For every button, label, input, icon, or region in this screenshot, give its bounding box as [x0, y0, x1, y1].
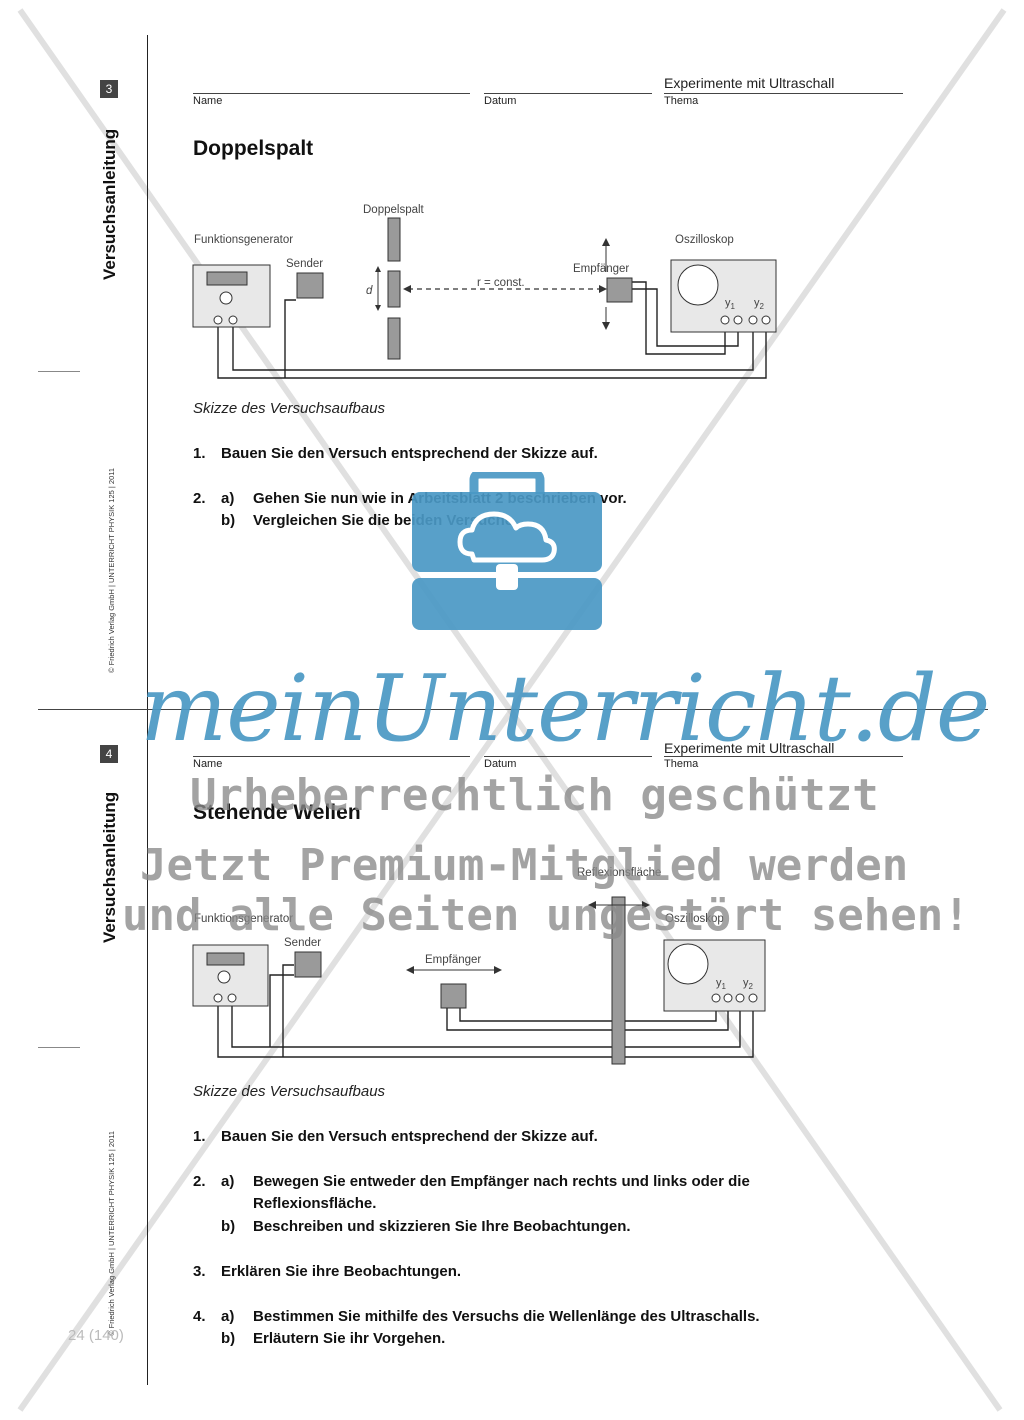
- label-sender: Sender: [284, 937, 321, 949]
- setup-diagram-doppelspalt: Doppelspalt Funktionsgenerator Sender d …: [192, 204, 777, 379]
- name-label: Name: [193, 758, 223, 770]
- label-oszilloskop: Oszilloskop: [675, 234, 734, 246]
- page-number-badge: 3: [100, 80, 118, 98]
- generator-knob: [219, 291, 233, 305]
- watermark-logo: meinUnterricht.de: [140, 655, 990, 762]
- sheet-title: Doppelspalt: [193, 137, 314, 160]
- label-y1: y1: [725, 297, 736, 311]
- label-sender: Sender: [286, 258, 323, 270]
- watermark-line: und alle Seiten ungestört sehen!: [122, 890, 970, 941]
- sidebar-copyright: © Friedrich Verlag GmbH | UNTERRICHT PHY…: [107, 1130, 116, 1336]
- name-label: Name: [193, 95, 223, 107]
- generator-knob: [217, 970, 231, 984]
- generator-display: [206, 271, 248, 286]
- watermark-line: Urheberrechtlich geschützt: [190, 770, 879, 821]
- topic-value: Experimente mit Ultraschall: [664, 740, 835, 756]
- slit-bar-middle: [387, 270, 401, 308]
- topic-line: [664, 93, 903, 94]
- label-doppelspalt: Doppelspalt: [363, 204, 425, 216]
- generator-display: [206, 952, 245, 966]
- label-empfaenger: Empfänger: [573, 263, 629, 275]
- date-label: Datum: [484, 758, 517, 770]
- date-line: [484, 93, 652, 94]
- slit-bar-top: [387, 217, 401, 262]
- page-divider: [38, 709, 988, 710]
- topic-value: Experimente mit Ultraschall: [664, 75, 835, 91]
- sender-box: [296, 272, 324, 299]
- label-y2: y2: [754, 297, 765, 311]
- topic-label: Thema: [664, 758, 699, 770]
- label-distance: r = const.: [477, 277, 525, 289]
- receiver-box: [440, 983, 467, 1009]
- name-line: [193, 93, 470, 94]
- diagram-caption: Skizze des Versuchsaufbaus: [193, 1083, 386, 1100]
- label-oszilloskop: Oszilloskop: [665, 913, 724, 925]
- sidebar-rule: [147, 35, 148, 1385]
- topic-line: [664, 756, 903, 757]
- sidebar-dash: [38, 1047, 80, 1048]
- receiver-box: [606, 277, 633, 303]
- topic-label: Thema: [664, 95, 699, 107]
- briefcase-cloud-icon: [412, 472, 602, 630]
- label-y1: y1: [716, 977, 727, 991]
- label-funktionsgenerator: Funktionsgenerator: [194, 913, 293, 925]
- label-empfaenger: Empfänger: [425, 954, 481, 966]
- page-footer: 24 (140): [68, 1327, 124, 1344]
- date-label: Datum: [484, 95, 517, 107]
- label-reflexionsflaeche: Reflexionsfläche: [577, 867, 661, 879]
- name-line: [193, 756, 470, 757]
- sender-box: [294, 951, 322, 978]
- label-d: d: [366, 285, 373, 297]
- reflector-plate: [611, 896, 626, 1065]
- sidebar-dash: [38, 371, 80, 372]
- label-funktionsgenerator: Funktionsgenerator: [194, 234, 293, 246]
- oscilloscope-screen: [667, 943, 709, 985]
- diagram-caption: Skizze des Versuchsaufbaus: [193, 400, 386, 417]
- oscilloscope-screen: [677, 264, 719, 306]
- slit-bar-bottom: [387, 317, 401, 360]
- sheet-title: Stehende Wellen: [193, 801, 361, 824]
- watermark-line: Jetzt Premium-Mitglied werden: [140, 840, 909, 891]
- setup-diagram-stehende-wellen: Reflexionsfläche Funktionsgenerator Send…: [192, 867, 766, 1065]
- date-line: [484, 756, 652, 757]
- label-y2: y2: [743, 977, 754, 991]
- page-number-badge: 4: [100, 745, 118, 763]
